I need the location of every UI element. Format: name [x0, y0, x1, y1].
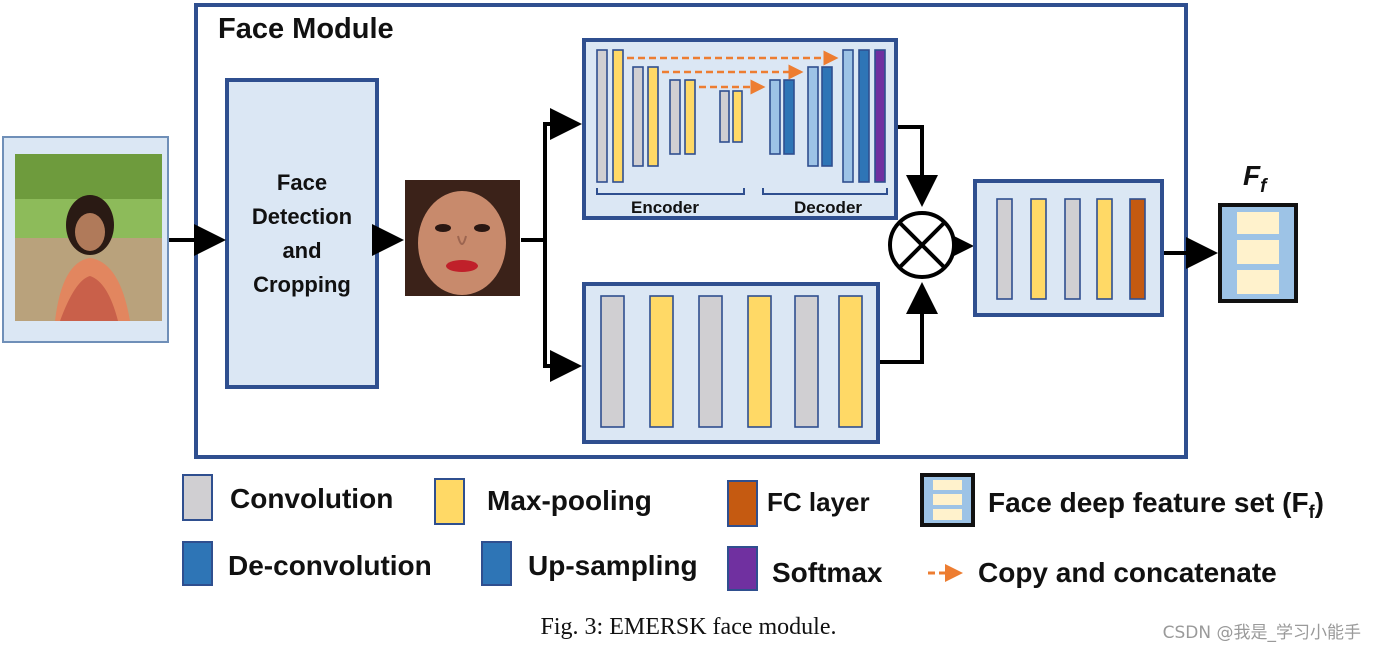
unet-pool-4: [732, 90, 743, 143]
fc-panel-conv-2: [1064, 198, 1081, 300]
cnn-conv-1: [600, 295, 625, 428]
unet-softmax: [874, 49, 886, 183]
legend-conv-swatch: [182, 474, 213, 521]
legend-copy-label: Copy and concatenate: [978, 557, 1277, 588]
unet-upsample-3: [842, 49, 854, 183]
input-photo: [2, 136, 169, 343]
legend-upsample-label: Up-sampling: [528, 550, 698, 581]
fc-panel-pool-2: [1096, 198, 1113, 300]
cnn-conv-2: [698, 295, 723, 428]
fc-panel-pool-1: [1030, 198, 1047, 300]
decoder-label: Decoder: [794, 198, 862, 217]
module-title: Face Module: [218, 13, 394, 45]
legend-pool-swatch: [434, 478, 465, 525]
multiply-node: [888, 211, 956, 279]
legend-conv-label: Convolution: [230, 483, 393, 514]
unet-deconv-2: [821, 66, 833, 167]
fc-panel-fc-layer: [1129, 198, 1146, 300]
cnn-pool-1: [649, 295, 674, 428]
unet-pool-3: [684, 79, 696, 155]
legend-softmax-label: Softmax: [772, 557, 883, 588]
encoder-bracket: [596, 188, 745, 195]
cnn-panel: [582, 282, 880, 444]
unet-conv-2: [632, 66, 644, 167]
cnn-pool-3: [838, 295, 863, 428]
unet-pool-2: [647, 66, 659, 167]
arrow-unet-to-mult: [896, 125, 938, 207]
legend-fc-swatch: [727, 480, 758, 527]
fc-panel-conv-1: [996, 198, 1013, 300]
detection-label-line2: Detection: [252, 204, 352, 229]
figure-caption: Fig. 3: EMERSK face module.: [540, 614, 837, 640]
legend-feature-set-swatch: [920, 473, 975, 527]
detection-label-line4: Cropping: [253, 272, 351, 297]
output-label: Ff: [1243, 160, 1268, 197]
legend-upsample-swatch: [481, 541, 512, 586]
unet-upsample-1: [769, 79, 781, 155]
unet-conv-4: [719, 90, 730, 143]
unet-layers: [596, 49, 886, 183]
cropped-face-image: [405, 180, 520, 296]
legend-deconv-label: De-convolution: [228, 550, 432, 581]
unet-conv-3: [669, 79, 681, 155]
decoder-bracket: [762, 188, 888, 195]
arrow-cnn-to-mult: [878, 282, 938, 364]
detection-label-line1: Face: [277, 170, 327, 195]
arrow-branch-to-cnn: [543, 240, 582, 382]
face-detection-box: [225, 78, 379, 389]
unet-pool-1: [612, 49, 624, 183]
unet-conv-1: [596, 49, 608, 183]
cnn-conv-3: [794, 295, 819, 428]
unet-deconv-3: [858, 49, 870, 183]
legend-deconv-swatch: [182, 541, 213, 586]
unet-deconv-1: [783, 79, 795, 155]
watermark: CSDN @我是_学习小能手: [1162, 623, 1361, 643]
output-feature-set: [1218, 203, 1298, 303]
cnn-pool-2: [747, 295, 772, 428]
legend-fc-label: FC layer: [767, 487, 870, 517]
arrow-branch-to-unet: [543, 108, 582, 240]
legend-softmax-swatch: [727, 546, 758, 591]
detection-label-line3: and: [282, 238, 321, 263]
encoder-label: Encoder: [631, 198, 699, 217]
legend-pool-label: Max-pooling: [487, 485, 652, 516]
unet-upsample-2: [807, 66, 819, 167]
legend: Convolution Max-pooling FC layer Face de…: [182, 473, 1324, 591]
legend-feature-set-label: Face deep feature set (Ff): [988, 487, 1324, 522]
